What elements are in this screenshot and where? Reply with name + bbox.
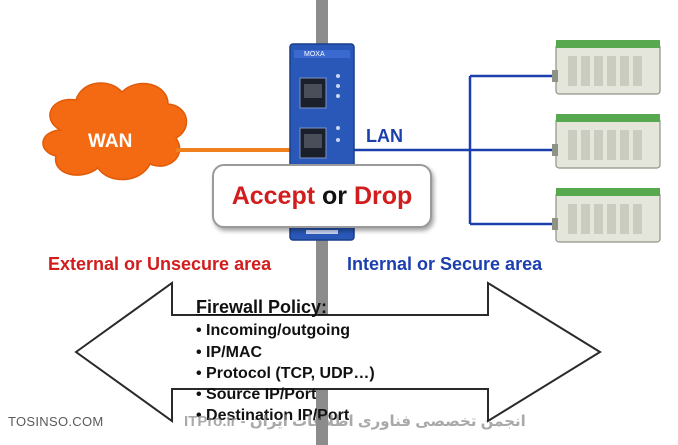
wan-label: WAN <box>88 131 133 152</box>
policy-item: • Protocol (TCP, UDP…) <box>196 365 375 382</box>
lan-link-lines <box>352 74 554 226</box>
accept-label: Accept <box>231 182 316 210</box>
policy-item: • Incoming/outgoing <box>196 322 351 339</box>
wan-cloud <box>42 82 188 181</box>
watermark-right: ITPro.ir - انجمن تخصصی فناوری اطلاعات ای… <box>184 413 526 430</box>
policy-title: Firewall Policy: <box>196 297 328 317</box>
bidirectional-arrow <box>74 281 602 423</box>
internal-area-label: Internal or Secure area <box>347 254 543 274</box>
accept-or-drop-box: Accept or Drop <box>212 164 432 228</box>
lan-device-2 <box>552 114 661 169</box>
or-label: or <box>322 182 348 210</box>
watermark-left: TOSINSO.COM <box>8 414 104 429</box>
lan-label: LAN <box>366 126 403 146</box>
drop-label: Drop <box>353 182 413 210</box>
policy-item: • Destination IP/Port <box>196 407 350 424</box>
external-area-label: External or Unsecure area <box>48 254 272 274</box>
device-brand: MOXA <box>304 51 325 58</box>
policy-item: • IP/MAC <box>196 344 263 361</box>
policy-item: • Source IP/Port <box>196 386 317 403</box>
lan-device-3 <box>552 188 661 243</box>
lan-device-1 <box>552 40 661 95</box>
